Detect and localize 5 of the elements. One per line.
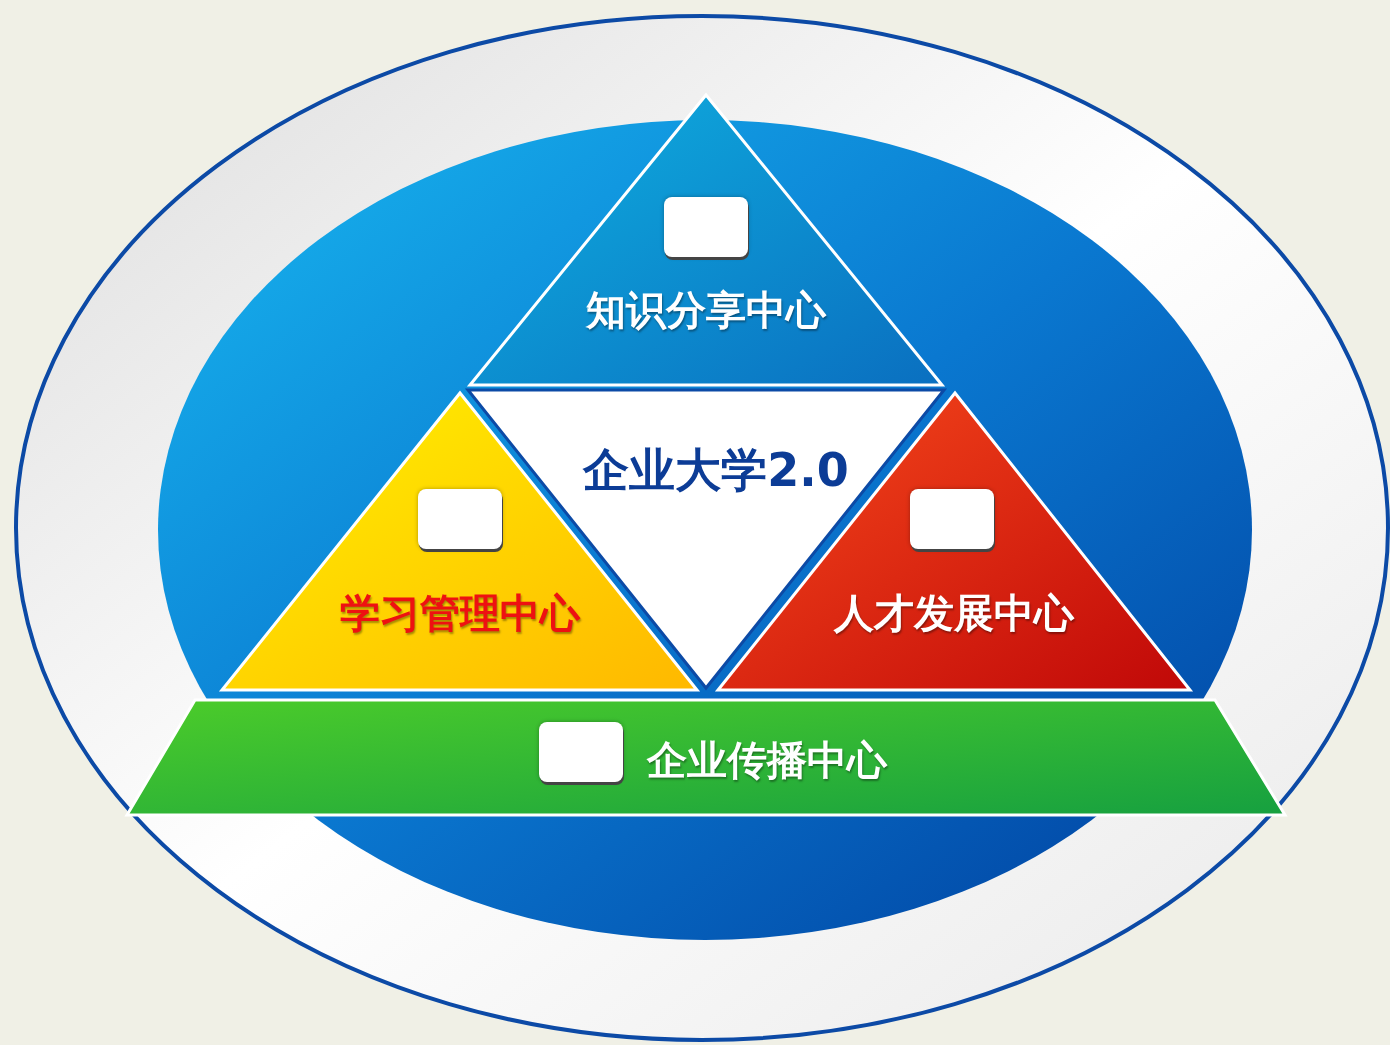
node-label: 企业传播中心 [645, 736, 889, 785]
node-label: 人才发展中心 [832, 589, 1076, 638]
node-label: 企业大学2.0 [582, 442, 850, 499]
node-label: 知识分享中心 [585, 286, 828, 335]
node-label: 学习管理中心 [338, 589, 582, 638]
